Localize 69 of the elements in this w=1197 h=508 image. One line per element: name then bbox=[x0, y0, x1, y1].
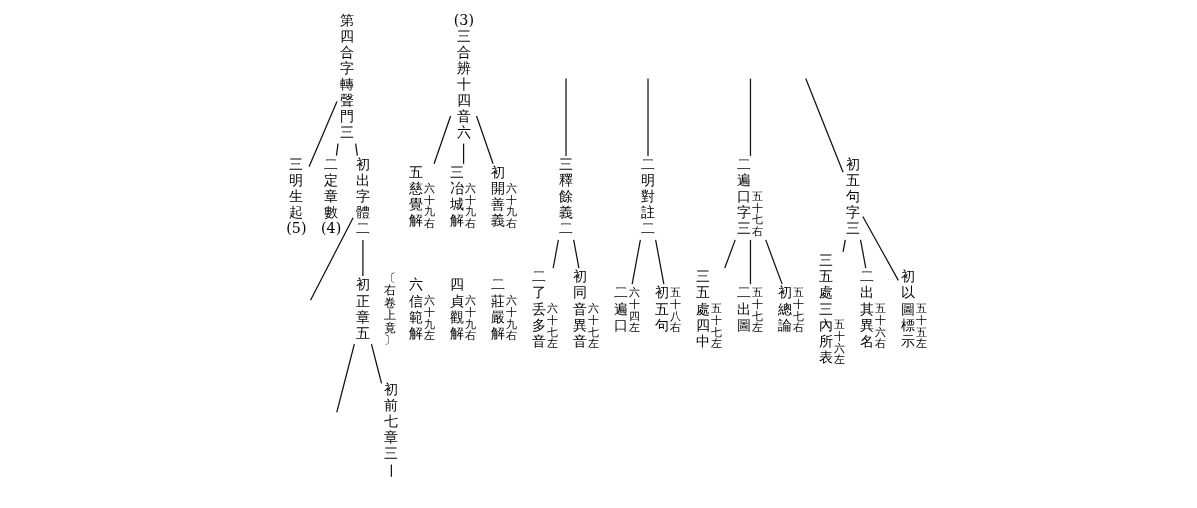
connector bbox=[859, 239, 866, 269]
node-label: 六十七左 bbox=[546, 302, 558, 351]
node-label: 五十七左 bbox=[710, 302, 722, 351]
node-text: 二定章數(4) bbox=[320, 156, 341, 237]
node-label: 五十五左 bbox=[915, 302, 927, 351]
node-text: 第四合字轉聲門三 bbox=[339, 11, 354, 141]
node-text: 三五處四中 bbox=[695, 268, 710, 349]
node-label: 六十九右 bbox=[423, 182, 435, 230]
connector bbox=[361, 239, 364, 277]
node-label: 六十九右 bbox=[505, 182, 517, 230]
node-label: 六十九左 bbox=[423, 294, 435, 343]
connector bbox=[370, 343, 382, 384]
node-label: 六十四左 bbox=[628, 286, 640, 335]
label: 〔右卷上竟〕 bbox=[383, 270, 396, 348]
connector bbox=[354, 143, 358, 157]
node-label: 六十九右 bbox=[505, 294, 517, 343]
connector bbox=[335, 343, 355, 413]
connector bbox=[841, 239, 846, 253]
node-text: 初五句字三 bbox=[845, 156, 860, 237]
connector bbox=[631, 239, 641, 285]
connector bbox=[723, 239, 736, 269]
node-text: 三冶城解 bbox=[449, 164, 464, 229]
node-text: 初前七章三 bbox=[383, 380, 398, 461]
connector bbox=[307, 101, 338, 168]
connector bbox=[572, 239, 579, 269]
node-text: 三釋餘義二 bbox=[558, 156, 573, 237]
node-text: 二遍口 bbox=[613, 284, 628, 333]
connector bbox=[335, 143, 339, 157]
node-text: 二遍口字三 bbox=[736, 156, 751, 237]
node-label: 六十七左 bbox=[587, 302, 599, 351]
connector bbox=[552, 239, 559, 269]
node-text: 初總論 bbox=[777, 284, 792, 333]
node-text: 二莊嚴解 bbox=[490, 276, 505, 341]
node-text: 初以圖標示 bbox=[900, 268, 915, 349]
node-label: 五十八右 bbox=[669, 286, 681, 335]
connector bbox=[654, 239, 664, 285]
connector bbox=[804, 77, 844, 173]
node-text: 初正章五 bbox=[355, 276, 370, 341]
node-text: 三明生起(5) bbox=[285, 156, 306, 237]
node-text: 四貞觀解 bbox=[449, 276, 464, 341]
node-label: 六十九右 bbox=[464, 182, 476, 230]
node-text: 初出字體二 bbox=[355, 156, 370, 237]
node-text: 五慈覺解 bbox=[408, 164, 423, 229]
node-text: 二出圖 bbox=[736, 284, 751, 333]
connector bbox=[646, 77, 649, 157]
connector bbox=[861, 215, 899, 281]
connector bbox=[475, 115, 494, 165]
connector bbox=[462, 143, 464, 165]
node-text: (3) 三合辨十四音六 bbox=[453, 11, 474, 141]
node-text: 二明對註二 bbox=[640, 156, 655, 237]
node-text: 初五句 bbox=[654, 284, 669, 333]
node-text: 二出其異名 bbox=[859, 268, 874, 349]
node-text: 二了丢多音 bbox=[531, 268, 546, 349]
node-label: 五十七右 bbox=[792, 286, 804, 335]
node-label: 五十六左 bbox=[833, 318, 845, 367]
connector bbox=[764, 239, 783, 285]
node-text: 初同音異音 bbox=[572, 268, 587, 349]
node-label: 五十七右 bbox=[751, 190, 763, 238]
connector bbox=[749, 239, 751, 285]
node-label: 五十六右 bbox=[874, 302, 886, 351]
connector bbox=[749, 77, 751, 157]
connector bbox=[309, 217, 354, 301]
node-text: 三五處三內所表 bbox=[818, 252, 833, 365]
connector bbox=[564, 77, 567, 157]
node-text: 六信範解 bbox=[408, 276, 423, 341]
node-text: 初開善義 bbox=[490, 164, 505, 229]
connector bbox=[432, 115, 451, 165]
node-label: 五十七左 bbox=[751, 286, 763, 335]
node-label: 六十九右 bbox=[464, 294, 476, 343]
